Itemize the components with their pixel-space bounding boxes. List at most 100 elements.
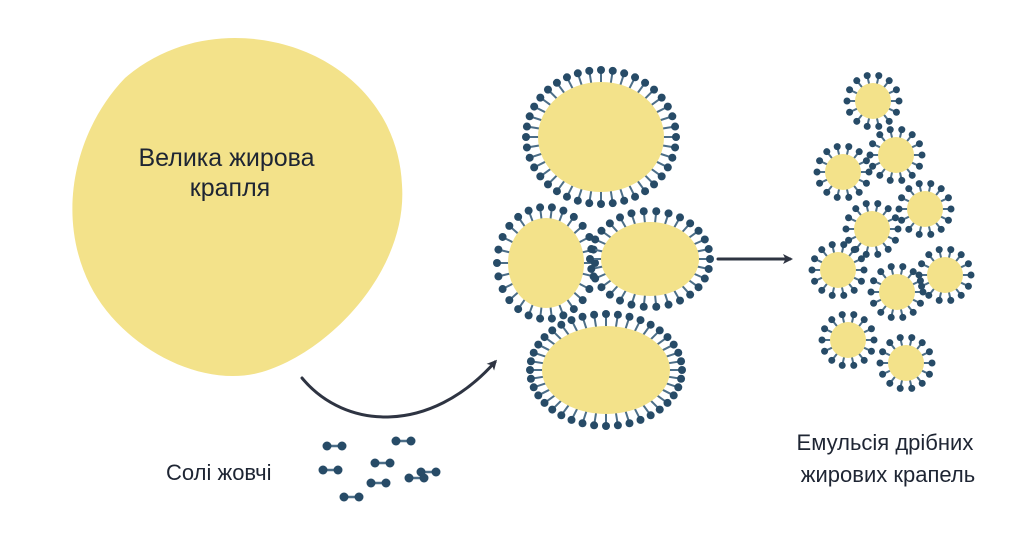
phospholipid-head [947, 296, 955, 304]
phospholipid-head [677, 357, 686, 366]
emulsion-droplets [808, 72, 975, 392]
phospholipid-head [605, 219, 614, 228]
phospholipid-head [838, 311, 846, 319]
phospholipid-head [860, 266, 868, 274]
phospholipid-head [639, 207, 648, 216]
phospholipid-head [895, 97, 903, 105]
phospholipid-head [908, 384, 916, 392]
fat-core [601, 222, 699, 296]
phospholipid-head [852, 205, 860, 213]
phospholipid-head [597, 200, 605, 208]
phospholipid-head [672, 133, 680, 141]
phospholipid-head [578, 296, 587, 305]
phospholipid-head [918, 379, 926, 387]
phospholipid-head [898, 176, 906, 184]
phospholipid-head [525, 112, 534, 121]
phospholipid-head [573, 196, 582, 205]
small-coated-droplet [813, 143, 873, 201]
phospholipid-head [918, 151, 926, 159]
phospholipid-head [552, 187, 561, 196]
coated-drop-right [586, 207, 714, 311]
phospholipid-head [944, 194, 952, 202]
phospholipid-head [652, 207, 661, 216]
phospholipid-head [850, 286, 858, 294]
phospholipid-head [559, 311, 568, 320]
fat-core [878, 137, 914, 173]
phospholipid-head [895, 205, 903, 213]
phospholipid-head [905, 185, 913, 193]
phospholipid-head [925, 370, 933, 378]
fat-core [855, 83, 891, 119]
phospholipid-head [530, 163, 539, 172]
phospholipid-head [840, 241, 848, 249]
phospholipid-head [915, 271, 923, 279]
phospholipid-head [927, 230, 935, 238]
phospholipid-head [676, 296, 684, 305]
phospholipid-head [909, 268, 917, 276]
fat-core [820, 252, 856, 288]
phospholipid-head [536, 93, 545, 102]
phospholipid-head [578, 419, 587, 428]
phospholipid-head [700, 235, 709, 244]
phospholipid-head [655, 326, 664, 335]
fat-core [888, 345, 924, 381]
phospholipid-head [892, 108, 900, 116]
phospholipid-head [668, 112, 677, 121]
phospholipid-head [877, 268, 885, 276]
phospholipid-head [562, 192, 571, 201]
phospholipid-head [613, 310, 622, 319]
phospholipid-head [811, 255, 819, 263]
phospholipid-head [525, 153, 534, 162]
phospholipid-head [543, 180, 552, 189]
phospholipid-head [908, 131, 916, 139]
phospholipid-head [899, 313, 907, 321]
phospholipid-head [526, 374, 535, 383]
phospholipid-head [557, 320, 566, 329]
phospholipid-head [867, 347, 875, 355]
phospholipid-head [894, 225, 902, 233]
phospholipid-head [957, 291, 965, 299]
small-coated-droplet [895, 180, 955, 238]
phospholipid-head [636, 415, 645, 424]
phospholipid-head [636, 316, 645, 325]
phospholipid-head [863, 122, 871, 130]
phospholipid-head [843, 97, 851, 105]
fat-core [830, 322, 866, 358]
phospholipid-head [587, 264, 596, 273]
phospholipid-head [869, 162, 877, 170]
phospholipid-head [529, 348, 538, 357]
phospholipid-head [514, 212, 523, 221]
phospholipid-head [886, 379, 894, 387]
phospholipid-head [875, 122, 883, 130]
phospholipid-head [845, 214, 853, 222]
phospholipid-head [620, 69, 629, 78]
phospholipid-head [867, 288, 875, 296]
phospholipid-head [935, 246, 943, 254]
bile-salt-molecule [339, 492, 364, 502]
phospholipid-head [494, 272, 503, 281]
phospholipid-head [540, 333, 549, 342]
phospholipid-head [967, 271, 975, 279]
phospholipid-head [505, 296, 514, 305]
fat-core [508, 218, 584, 308]
phospholipid-head [828, 316, 836, 324]
fat-core [854, 211, 890, 247]
phospholipid-head [569, 212, 578, 221]
phospholipid-head [850, 361, 858, 369]
phospholipid-head [548, 326, 557, 335]
phospholipid-head [875, 72, 883, 80]
phospholipid-head [657, 172, 666, 181]
small-coated-droplet [843, 72, 903, 130]
phospholipid-head [608, 199, 617, 208]
phospholipid-head [905, 225, 913, 233]
small-coated-droplet [915, 246, 975, 304]
phospholipid-head [874, 250, 882, 258]
phospholipid-head [547, 203, 556, 212]
phospholipid-head [884, 245, 892, 253]
phospholipid-head [823, 188, 831, 196]
phospholipid-head [663, 102, 672, 111]
phospholipid-head [597, 283, 606, 292]
phospholipid-head [608, 66, 617, 75]
phospholipid-head [865, 168, 873, 176]
phospholipid-head [845, 236, 853, 244]
